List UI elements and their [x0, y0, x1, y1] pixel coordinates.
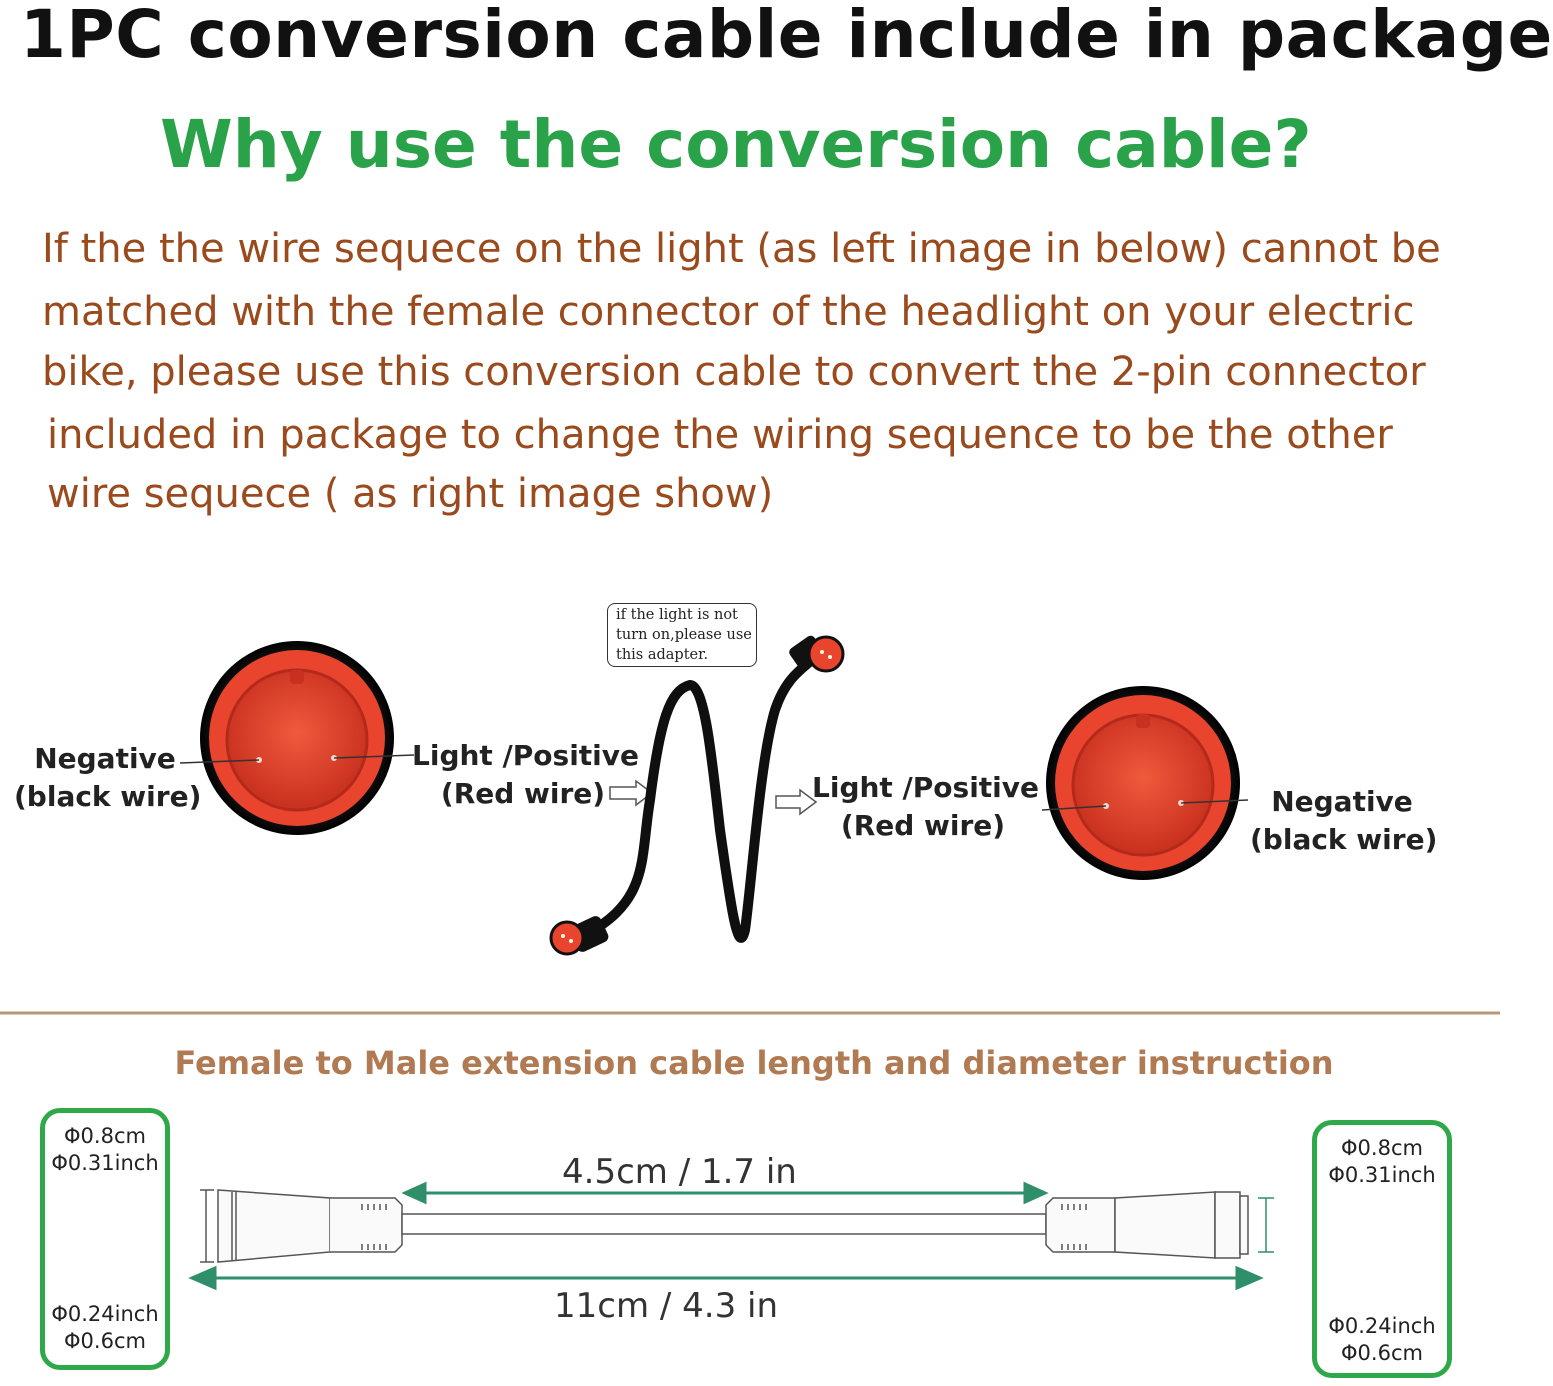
right-connector-icon — [1046, 686, 1240, 880]
right-positive-sub: (Red wire) — [840, 809, 1006, 842]
right-negative-sub: (black wire) — [1250, 823, 1438, 856]
right-positive-title: Light /Positive — [812, 771, 1040, 804]
right-top-cm: Φ0.8cm — [1341, 1136, 1423, 1160]
right-positive-label: Light /Positive (Red wire) — [812, 769, 1040, 845]
left-top-cm: Φ0.8cm — [64, 1124, 146, 1148]
left-positive-label: Light /Positive (Red wire) — [412, 737, 640, 813]
inner-length-label: 4.5cm / 1.7 in — [562, 1152, 797, 1192]
left-diameter-box: Φ0.8cm Φ0.31inch Φ0.24inch Φ0.6cm — [40, 1108, 170, 1370]
right-positive-leader — [1041, 805, 1107, 811]
adapter-note: if the light is not turn on,please use t… — [607, 603, 757, 667]
inner-length-arrow-icon — [401, 1181, 1049, 1205]
right-top-inch: Φ0.31inch — [1328, 1163, 1436, 1187]
left-bottom-cm: Φ0.6cm — [64, 1329, 146, 1353]
left-positive-leader — [333, 754, 415, 759]
extension-cable-icon — [200, 1189, 1274, 1263]
description-line-1: If the the wire sequece on the light (as… — [42, 226, 1441, 272]
left-top-inch: Φ0.31inch — [51, 1151, 159, 1175]
right-bottom-cm: Φ0.6cm — [1341, 1341, 1423, 1365]
note-line-2: turn on,please use — [616, 627, 752, 643]
note-line-3: this adapter. — [616, 647, 709, 663]
left-connector-icon — [200, 641, 394, 835]
description-line-3: bike, please use this conversion cable t… — [42, 349, 1426, 395]
description-line-5: wire sequece ( as right image show) — [47, 471, 774, 517]
right-negative-label: Negative (black wire) — [1250, 783, 1438, 859]
left-negative-leader — [179, 759, 260, 764]
right-negative-leader — [1180, 799, 1249, 804]
right-diameter-box: Φ0.8cm Φ0.31inch Φ0.24inch Φ0.6cm — [1312, 1120, 1452, 1378]
left-negative-sub: (black wire) — [14, 780, 202, 813]
extension-section-title: Female to Male extension cable length an… — [174, 1044, 1334, 1082]
arrow-right-icon-2 — [775, 788, 818, 816]
page-subtitle: Why use the conversion cable? — [160, 106, 1312, 183]
total-length-label: 11cm / 4.3 in — [554, 1286, 779, 1326]
description-line-2: matched with the female connector of the… — [42, 289, 1415, 335]
total-length-arrow-icon — [188, 1265, 1264, 1291]
left-positive-title: Light /Positive — [412, 739, 640, 772]
adapter-cable-icon — [549, 635, 845, 956]
left-positive-sub: (Red wire) — [440, 777, 606, 810]
right-bottom-inch: Φ0.24inch — [1328, 1314, 1436, 1338]
left-bottom-inch: Φ0.24inch — [51, 1302, 159, 1326]
left-negative-title: Negative — [34, 742, 176, 775]
note-line-1: if the light is not — [616, 607, 738, 623]
arrow-right-icon-1 — [609, 779, 654, 807]
right-negative-title: Negative — [1271, 785, 1413, 818]
description-line-4: included in package to change the wiring… — [47, 412, 1393, 458]
page-title: 1PC conversion cable include in package — [20, 0, 1553, 73]
left-negative-label: Negative (black wire) — [14, 740, 202, 816]
